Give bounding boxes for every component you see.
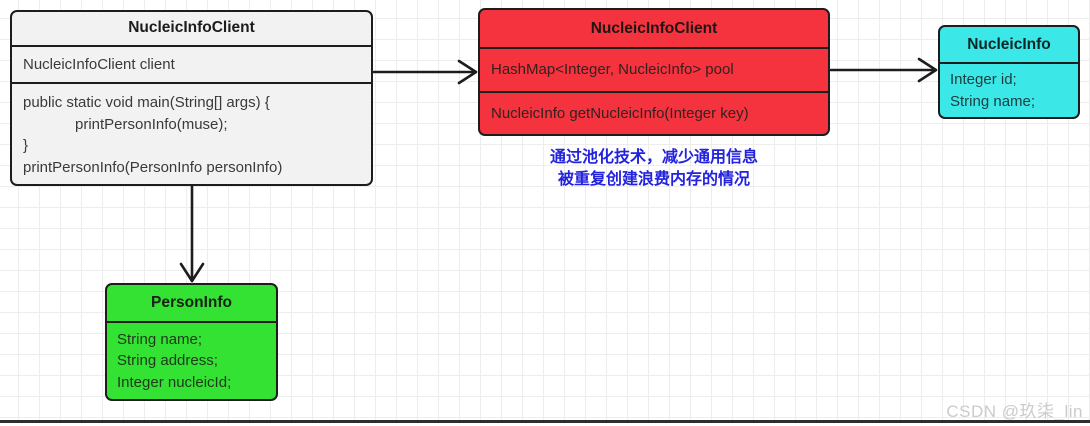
method-line: printPersonInfo(PersonInfo personInfo) [23, 158, 283, 176]
person-info-fields: String name; String address; Integer nuc… [107, 320, 276, 400]
client-class-methods: public static void main(String[] args) {… [12, 82, 371, 184]
client-class-box: NucleicInfoClient NucleicInfoClient clie… [10, 10, 373, 186]
csdn-watermark: CSDN @玖柒_lin [946, 402, 1083, 421]
method-line: printPersonInfo(muse); [75, 115, 228, 133]
nucleic-info-title: NucleicInfo [967, 35, 1051, 53]
nucleic-info-fields: Integer id; String name; [940, 62, 1078, 117]
arrow-client-to-person-head [179, 262, 205, 283]
method-line: public static void main(String[] args) { [23, 94, 270, 111]
nucleic-info-class-box: NucleicInfo Integer id; String name; [938, 25, 1080, 119]
field-line: Integer nucleicId; [117, 373, 232, 391]
field-line: String name; [117, 330, 203, 348]
pool-class-box: NucleicInfoClient HashMap<Integer, Nucle… [478, 8, 830, 136]
pool-class-title: NucleicInfoClient [590, 19, 718, 37]
pool-class-field: HashMap<Integer, NucleicInfo> pool [480, 47, 828, 91]
annotation-line: 通过池化技术，减少通用信息 [549, 149, 758, 166]
person-info-title: PersonInfo [151, 293, 232, 311]
arrow-pool-to-nucleic-head [917, 57, 938, 83]
bottom-margin [0, 422, 1090, 426]
bottom-divider [0, 420, 1090, 423]
pooling-annotation: 通过池化技术，减少通用信息 被重复创建浪费内存的情况 [478, 147, 830, 191]
annotation-line: 被重复创建浪费内存的情况 [557, 171, 750, 188]
client-class-title: NucleicInfoClient [128, 19, 255, 37]
method-line: } [23, 137, 29, 154]
field-line: String address; [117, 352, 218, 369]
client-class-field: NucleicInfoClient client [12, 44, 371, 82]
field-line: Integer id; [950, 71, 1017, 88]
person-info-class-box: PersonInfo String name; String address; … [105, 283, 278, 401]
field-line: String name; [950, 92, 1036, 110]
arrow-client-to-pool-head [457, 59, 478, 85]
pool-class-method: NucleicInfo getNucleicInfo(Integer key) [480, 90, 828, 135]
